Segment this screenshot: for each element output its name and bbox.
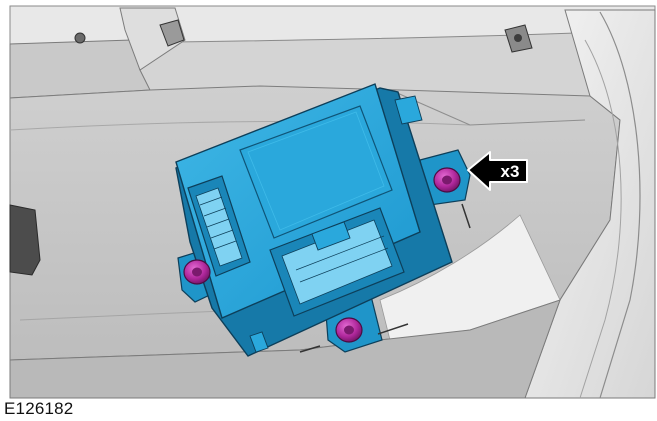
fastener-left (183, 259, 211, 285)
fastener-top-right (433, 167, 471, 229)
figure-id: E126182 (2, 399, 76, 419)
fastener-bottom (299, 317, 409, 353)
background-panel (9, 5, 656, 399)
callout-label: x3 (501, 162, 520, 181)
arrow-callout-icon: x3 (467, 151, 528, 191)
